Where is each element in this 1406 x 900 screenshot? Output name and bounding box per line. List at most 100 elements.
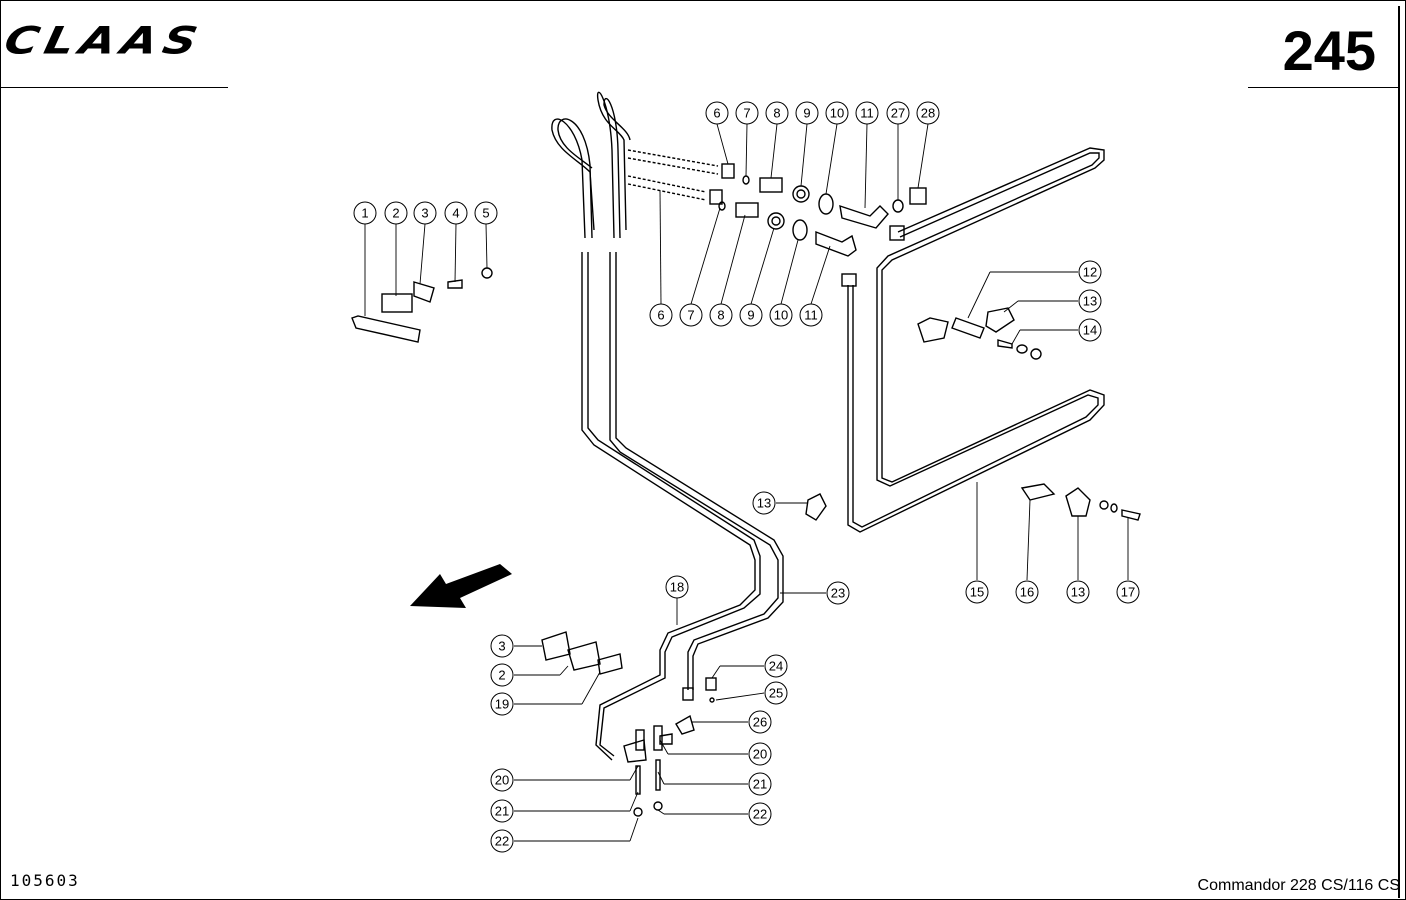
direction-arrow bbox=[410, 564, 512, 608]
callout-8: 8 bbox=[709, 303, 733, 327]
callout-label: 11 bbox=[804, 308, 818, 323]
callout-circle bbox=[886, 101, 910, 125]
callout-circle bbox=[1015, 580, 1039, 604]
callout-label: 27 bbox=[891, 106, 905, 121]
callout-circle bbox=[665, 575, 689, 599]
callout-circle bbox=[490, 634, 514, 658]
callout-label: 16 bbox=[1020, 585, 1034, 600]
callout-circle bbox=[490, 799, 514, 823]
callout-label: 25 bbox=[769, 686, 783, 701]
callout-circle bbox=[748, 772, 772, 796]
callout-circle bbox=[752, 491, 776, 515]
callout-label: 14 bbox=[1083, 323, 1097, 338]
callout-label: 13 bbox=[1083, 294, 1097, 309]
callout-circle bbox=[855, 101, 879, 125]
callout-circle bbox=[1078, 289, 1102, 313]
callout-label: 12 bbox=[1083, 265, 1097, 280]
callout-circle bbox=[739, 303, 763, 327]
callout-circle bbox=[764, 681, 788, 705]
page-number: 245 bbox=[1282, 19, 1376, 82]
callout-label: 19 bbox=[495, 697, 509, 712]
callout-label: 5 bbox=[482, 206, 489, 221]
callout-label: 15 bbox=[970, 585, 984, 600]
callout-13: 13 bbox=[752, 491, 776, 515]
callout-label: 2 bbox=[392, 206, 399, 221]
callout-label: 8 bbox=[717, 308, 724, 323]
callout-label: 9 bbox=[747, 308, 754, 323]
callout-label: 18 bbox=[670, 580, 684, 595]
callout-circle bbox=[764, 654, 788, 678]
callout-10: 10 bbox=[825, 101, 849, 125]
callout-circle bbox=[490, 768, 514, 792]
callout-label: 24 bbox=[769, 659, 783, 674]
callout-circle bbox=[748, 742, 772, 766]
callout-circle bbox=[826, 581, 850, 605]
callout-circle bbox=[735, 101, 759, 125]
callout-label: 17 bbox=[1121, 585, 1135, 600]
callout-12: 12 bbox=[1078, 260, 1102, 284]
callout-circle bbox=[748, 710, 772, 734]
callout-label: 21 bbox=[495, 804, 509, 819]
callout-26: 26 bbox=[748, 710, 772, 734]
callout-circle bbox=[353, 201, 377, 225]
callout-circle bbox=[705, 101, 729, 125]
callout-label: 22 bbox=[495, 834, 509, 849]
callout-label: 23 bbox=[831, 586, 845, 601]
callout-23: 23 bbox=[826, 581, 850, 605]
callout-5: 5 bbox=[474, 201, 498, 225]
callout-label: 20 bbox=[495, 773, 509, 788]
callout-circle bbox=[1078, 260, 1102, 284]
callout-24: 24 bbox=[764, 654, 788, 678]
callout-11: 11 bbox=[799, 303, 823, 327]
callout-circle bbox=[769, 303, 793, 327]
callout-4: 4 bbox=[444, 201, 468, 225]
callout-2: 2 bbox=[384, 201, 408, 225]
callout-label: 6 bbox=[713, 106, 720, 121]
drawing-id: 105603 bbox=[10, 871, 80, 890]
callout-circle bbox=[825, 101, 849, 125]
callout-18: 18 bbox=[665, 575, 689, 599]
callout-13: 13 bbox=[1066, 580, 1090, 604]
callout-label: 1 bbox=[361, 206, 368, 221]
callout-label: 26 bbox=[753, 715, 767, 730]
callout-8: 8 bbox=[765, 101, 789, 125]
callout-2: 2 bbox=[490, 663, 514, 687]
callout-label: 7 bbox=[687, 308, 694, 323]
callout-circle bbox=[413, 201, 437, 225]
callout-15: 15 bbox=[965, 580, 989, 604]
callout-circle bbox=[1078, 318, 1102, 342]
callout-circle bbox=[490, 692, 514, 716]
callout-label: 22 bbox=[753, 807, 767, 822]
callout-10: 10 bbox=[769, 303, 793, 327]
right-border-line bbox=[1398, 6, 1400, 898]
callout-circle bbox=[799, 303, 823, 327]
callout-22: 22 bbox=[490, 829, 514, 853]
callout-label: 3 bbox=[421, 206, 428, 221]
callout-14: 14 bbox=[1078, 318, 1102, 342]
callout-6: 6 bbox=[649, 303, 673, 327]
model-name: Commandor 228 CS/116 CS bbox=[1197, 877, 1400, 894]
callout-circle bbox=[490, 829, 514, 853]
callout-9: 9 bbox=[795, 101, 819, 125]
callout-13: 13 bbox=[1078, 289, 1102, 313]
callout-circle bbox=[444, 201, 468, 225]
callout-17: 17 bbox=[1116, 580, 1140, 604]
callout-circle bbox=[384, 201, 408, 225]
callout-1: 1 bbox=[353, 201, 377, 225]
callout-circle bbox=[1066, 580, 1090, 604]
callout-label: 9 bbox=[803, 106, 810, 121]
callout-circle bbox=[765, 101, 789, 125]
callout-circle bbox=[679, 303, 703, 327]
callout-circle bbox=[748, 802, 772, 826]
callout-6: 6 bbox=[705, 101, 729, 125]
callout-22: 22 bbox=[748, 802, 772, 826]
callout-label: 20 bbox=[753, 747, 767, 762]
callout-21: 21 bbox=[490, 799, 514, 823]
callout-circle bbox=[709, 303, 733, 327]
callout-label: 10 bbox=[830, 106, 844, 121]
callout-label: 13 bbox=[1071, 585, 1085, 600]
callout-label: 3 bbox=[498, 639, 505, 654]
callout-label: 6 bbox=[657, 308, 664, 323]
callout-7: 7 bbox=[735, 101, 759, 125]
